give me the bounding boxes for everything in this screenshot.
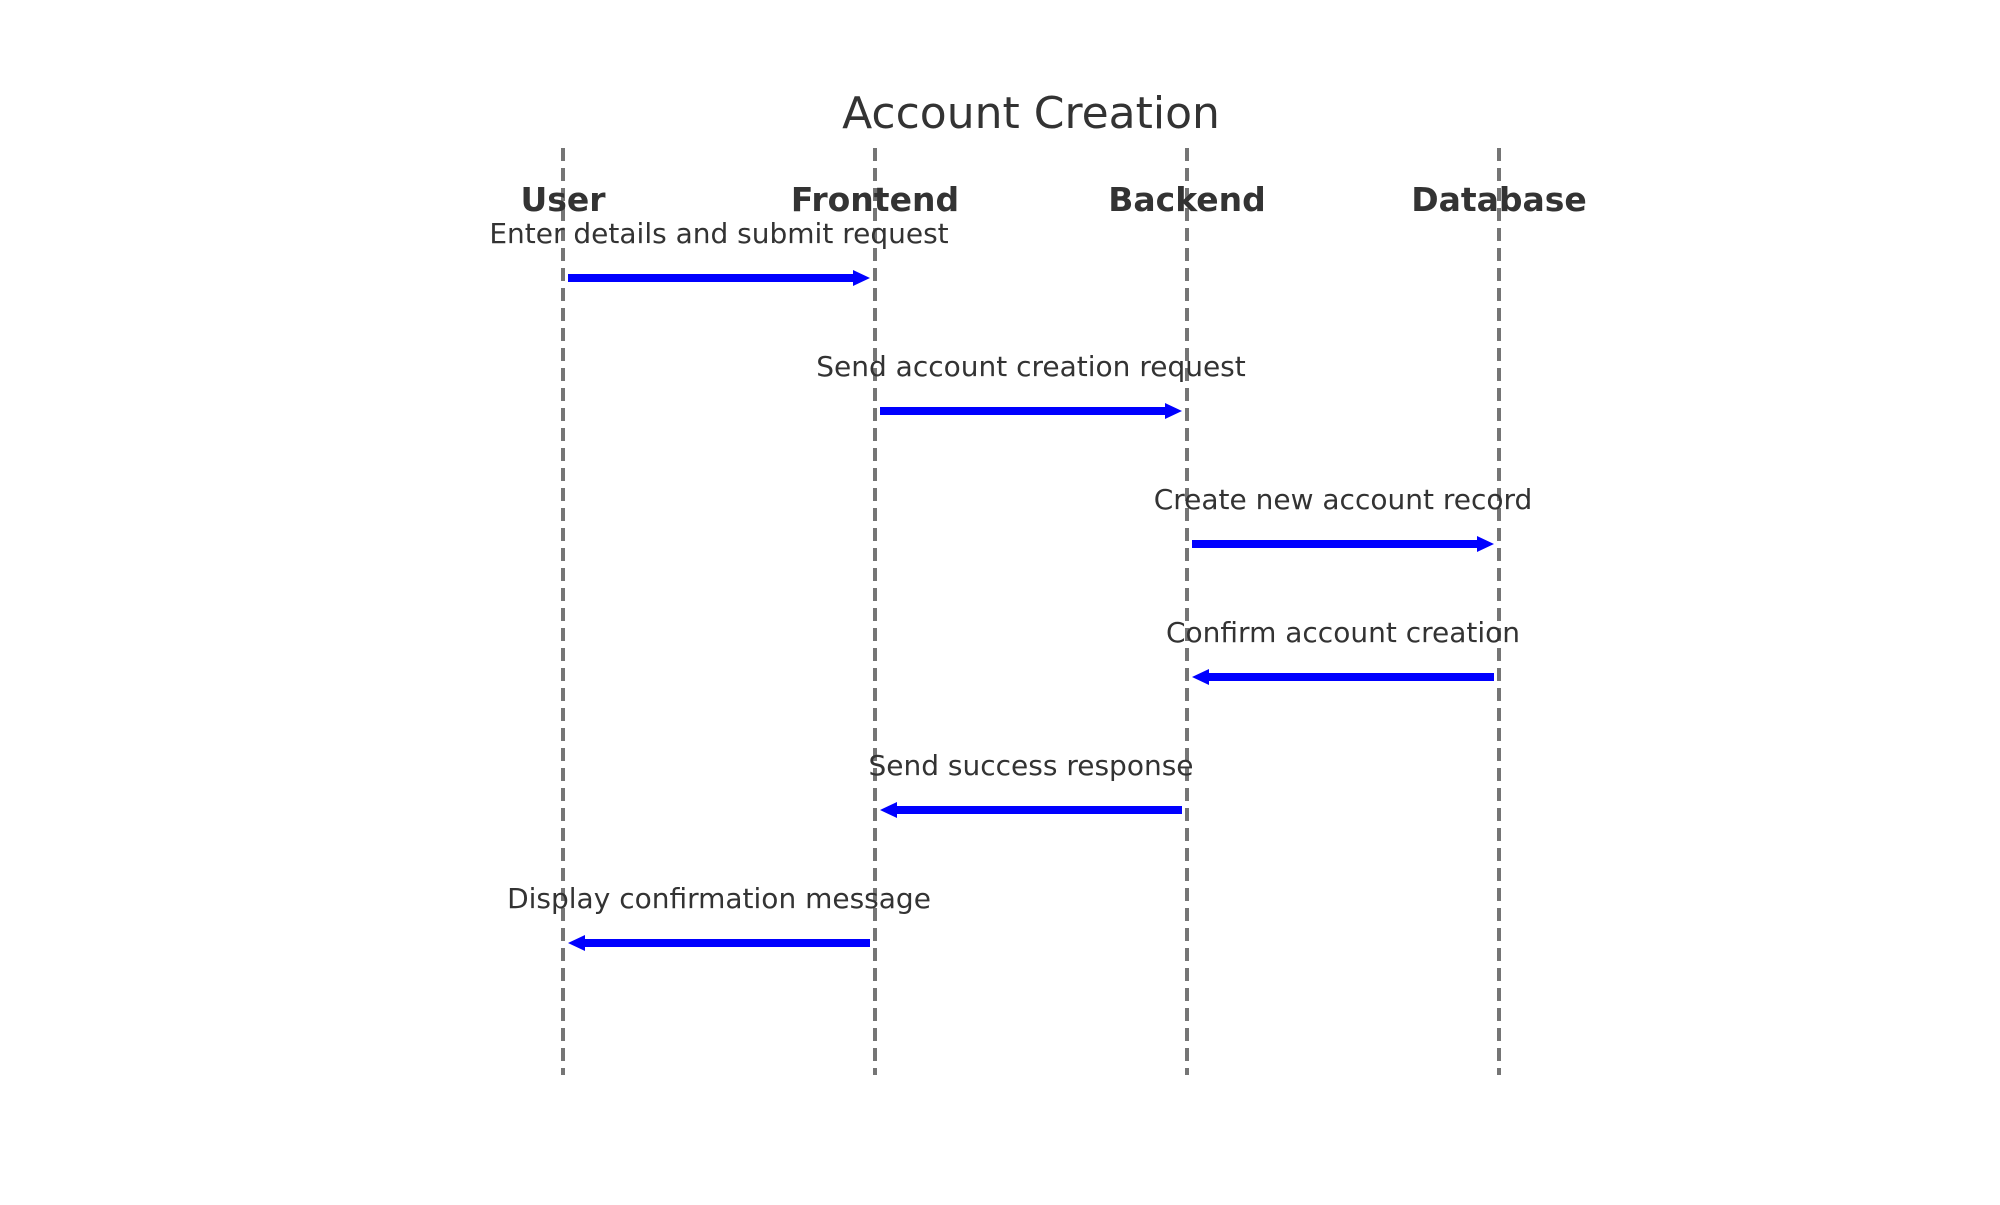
- message-label: Create new account record: [1154, 483, 1533, 516]
- participant-frontend: Frontend: [791, 180, 959, 219]
- message-2: Send account creation request: [816, 350, 1246, 419]
- message-label: Enter details and submit request: [489, 217, 948, 250]
- message-arrowhead: [1192, 669, 1209, 685]
- message-label: Confirm account creation: [1166, 616, 1520, 649]
- message-arrowhead: [853, 270, 870, 286]
- message-arrowhead: [1165, 403, 1182, 419]
- participant-labels: User Frontend Backend Database: [520, 180, 1586, 219]
- message-arrowhead: [1477, 536, 1494, 552]
- participant-user: User: [520, 180, 606, 219]
- message-6: Display confirmation message: [507, 882, 931, 951]
- participant-backend: Backend: [1108, 180, 1266, 219]
- message-arrowhead: [568, 935, 585, 951]
- message-3: Create new account record: [1154, 483, 1533, 552]
- message-5: Send success response: [868, 749, 1194, 818]
- message-1: Enter details and submit request: [489, 217, 949, 286]
- message-label: Send success response: [868, 749, 1193, 782]
- message-4: Confirm account creation: [1166, 616, 1520, 685]
- lifelines: [561, 148, 1501, 1075]
- message-arrowhead: [880, 802, 897, 818]
- diagram-title: Account Creation: [842, 88, 1220, 139]
- message-label: Send account creation request: [816, 350, 1246, 383]
- message-label: Display confirmation message: [507, 882, 931, 915]
- participant-database: Database: [1411, 180, 1587, 219]
